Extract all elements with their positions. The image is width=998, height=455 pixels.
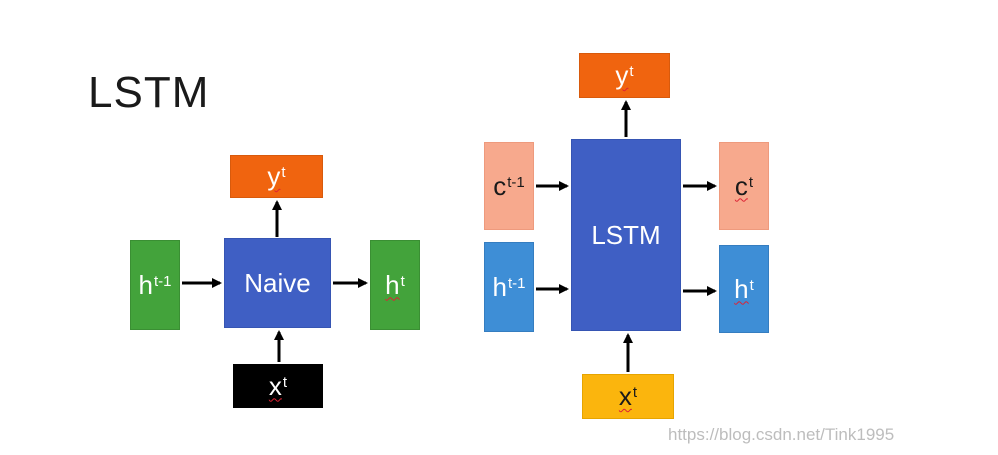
lstm-y-base: y	[615, 60, 629, 90]
naive-y-sup: t	[281, 164, 286, 181]
naive-x-sup: t	[282, 373, 288, 391]
naive-h-prev-sup: t-1	[153, 272, 172, 290]
naive-cell-box: Naive	[224, 238, 331, 328]
lstm-h-next-sup: t	[749, 276, 754, 294]
lstm-c-next-sup: t	[748, 173, 754, 191]
naive-h-prev-base: h	[138, 269, 153, 300]
lstm-cell-box: LSTM	[571, 139, 681, 331]
lstm-c-prev-base: c	[493, 170, 507, 201]
lstm-x-base: x	[618, 381, 632, 411]
naive-y-base: y	[267, 161, 281, 191]
lstm-x-sup: t	[632, 384, 638, 401]
lstm-y-sup: t	[629, 63, 634, 80]
lstm-h-next-base: h	[734, 273, 749, 304]
naive-h-next-sup: t	[400, 272, 405, 290]
lstm-c-prev-sup: t-1	[507, 173, 525, 191]
naive-cell-label: Naive	[244, 267, 311, 298]
lstm-c-next-base: c	[734, 170, 748, 201]
watermark: https://blog.csdn.net/Tink1995	[668, 425, 895, 444]
diagram-title: LSTM	[88, 68, 210, 117]
naive-h-next-base: h	[385, 269, 400, 300]
lstm-h-prev-sup: t-1	[507, 274, 526, 292]
lstm-h-prev-base: h	[492, 271, 507, 302]
naive-x-base: x	[268, 370, 282, 401]
lstm-cell-label: LSTM	[591, 219, 661, 250]
